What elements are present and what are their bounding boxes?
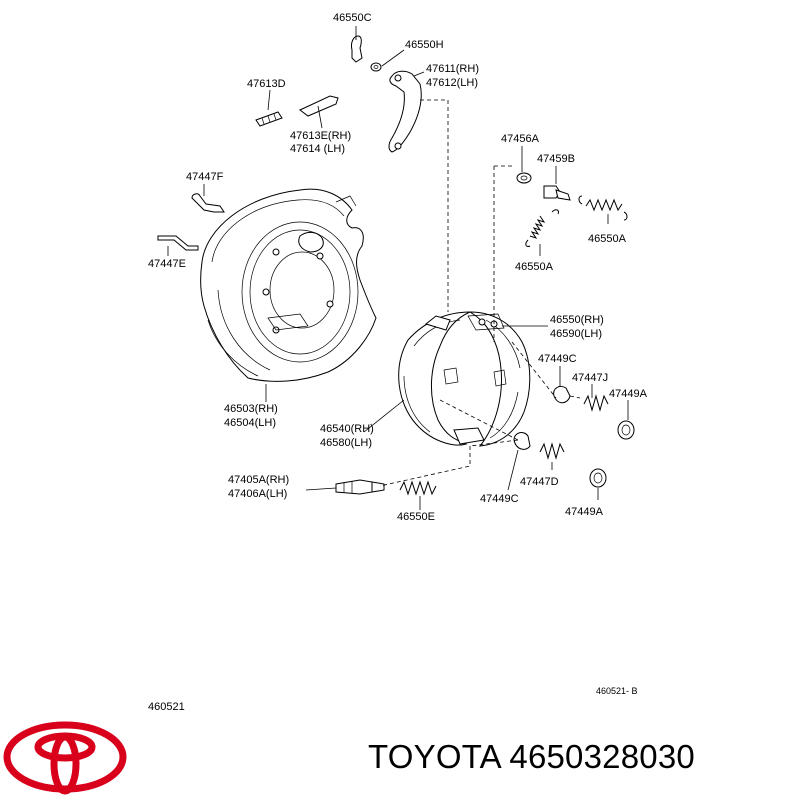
label-47449A-upper: 47449A — [609, 388, 648, 400]
cup-47449C-upper — [553, 385, 571, 404]
label-46503: 46503(RH) — [224, 403, 278, 415]
label-47449A-lower: 47449A — [565, 506, 604, 518]
label-47613E: 47613E(RH) — [290, 130, 351, 142]
parking-lever — [388, 70, 422, 153]
strut-47613D — [255, 111, 283, 127]
part-number: 4650328030 — [509, 738, 695, 775]
clip-46550C — [351, 35, 363, 63]
cup-47449A-upper — [617, 420, 635, 440]
label-46580: 46580(LH) — [320, 437, 372, 449]
label-46550A-left: 46550A — [515, 261, 554, 273]
washer-47456A — [516, 172, 532, 184]
label-47459B: 47459B — [537, 153, 575, 165]
label-46550C: 46550C — [333, 12, 372, 24]
label-47613D: 47613D — [247, 78, 286, 90]
adjuster-47405A — [335, 479, 385, 495]
label-47406A: 47406A(LH) — [228, 488, 287, 500]
label-47449C-lower: 47449C — [480, 493, 519, 505]
ref-code-right: 460521- B — [596, 686, 638, 696]
label-47405A: 47405A(RH) — [228, 474, 289, 486]
label-46504: 46504(LH) — [224, 417, 276, 429]
label-47456A: 47456A — [501, 133, 540, 145]
label-46550H: 46550H — [405, 39, 444, 51]
label-47612: 47612(LH) — [426, 77, 478, 89]
brake-shoe — [398, 311, 531, 447]
toyota-logo-icon — [3, 721, 127, 795]
label-47447D: 47447D — [520, 476, 559, 488]
spring-47447J — [583, 394, 609, 412]
cup-47449C-lower — [513, 432, 531, 450]
brand-name: TOYOTA — [368, 738, 501, 775]
label-47614: 47614 (LH) — [290, 143, 345, 155]
label-46550E: 46550E — [397, 511, 435, 523]
label-46550A-right: 46550A — [588, 233, 627, 245]
washer-46550H — [370, 62, 382, 72]
spring-46550A-lower — [525, 209, 559, 247]
spring-46550E — [399, 480, 437, 496]
label-47447J: 47447J — [572, 372, 608, 384]
label-47447F: 47447F — [186, 171, 224, 183]
label-47449C-upper: 47449C — [538, 353, 577, 365]
spring-47447D — [539, 442, 565, 460]
spring-46550A-upper — [578, 195, 628, 221]
label-46540: 46540(RH) — [320, 423, 374, 435]
brand-part-line: TOYOTA 4650328030 — [368, 738, 695, 776]
label-46550-rh: 46550(RH) — [550, 314, 604, 326]
label-47447E: 47447E — [148, 258, 186, 270]
cup-47449A-lower — [589, 468, 607, 488]
bolt-47459B — [543, 185, 571, 201]
pin-47447E — [157, 235, 199, 251]
strut-47613E — [299, 95, 339, 117]
ref-code-left: 460521 — [148, 701, 185, 713]
backing-plate — [200, 188, 377, 382]
label-47611: 47611(RH) — [426, 63, 479, 75]
label-46590-lh: 46590(LH) — [550, 328, 602, 340]
pin-47447F — [191, 193, 225, 213]
